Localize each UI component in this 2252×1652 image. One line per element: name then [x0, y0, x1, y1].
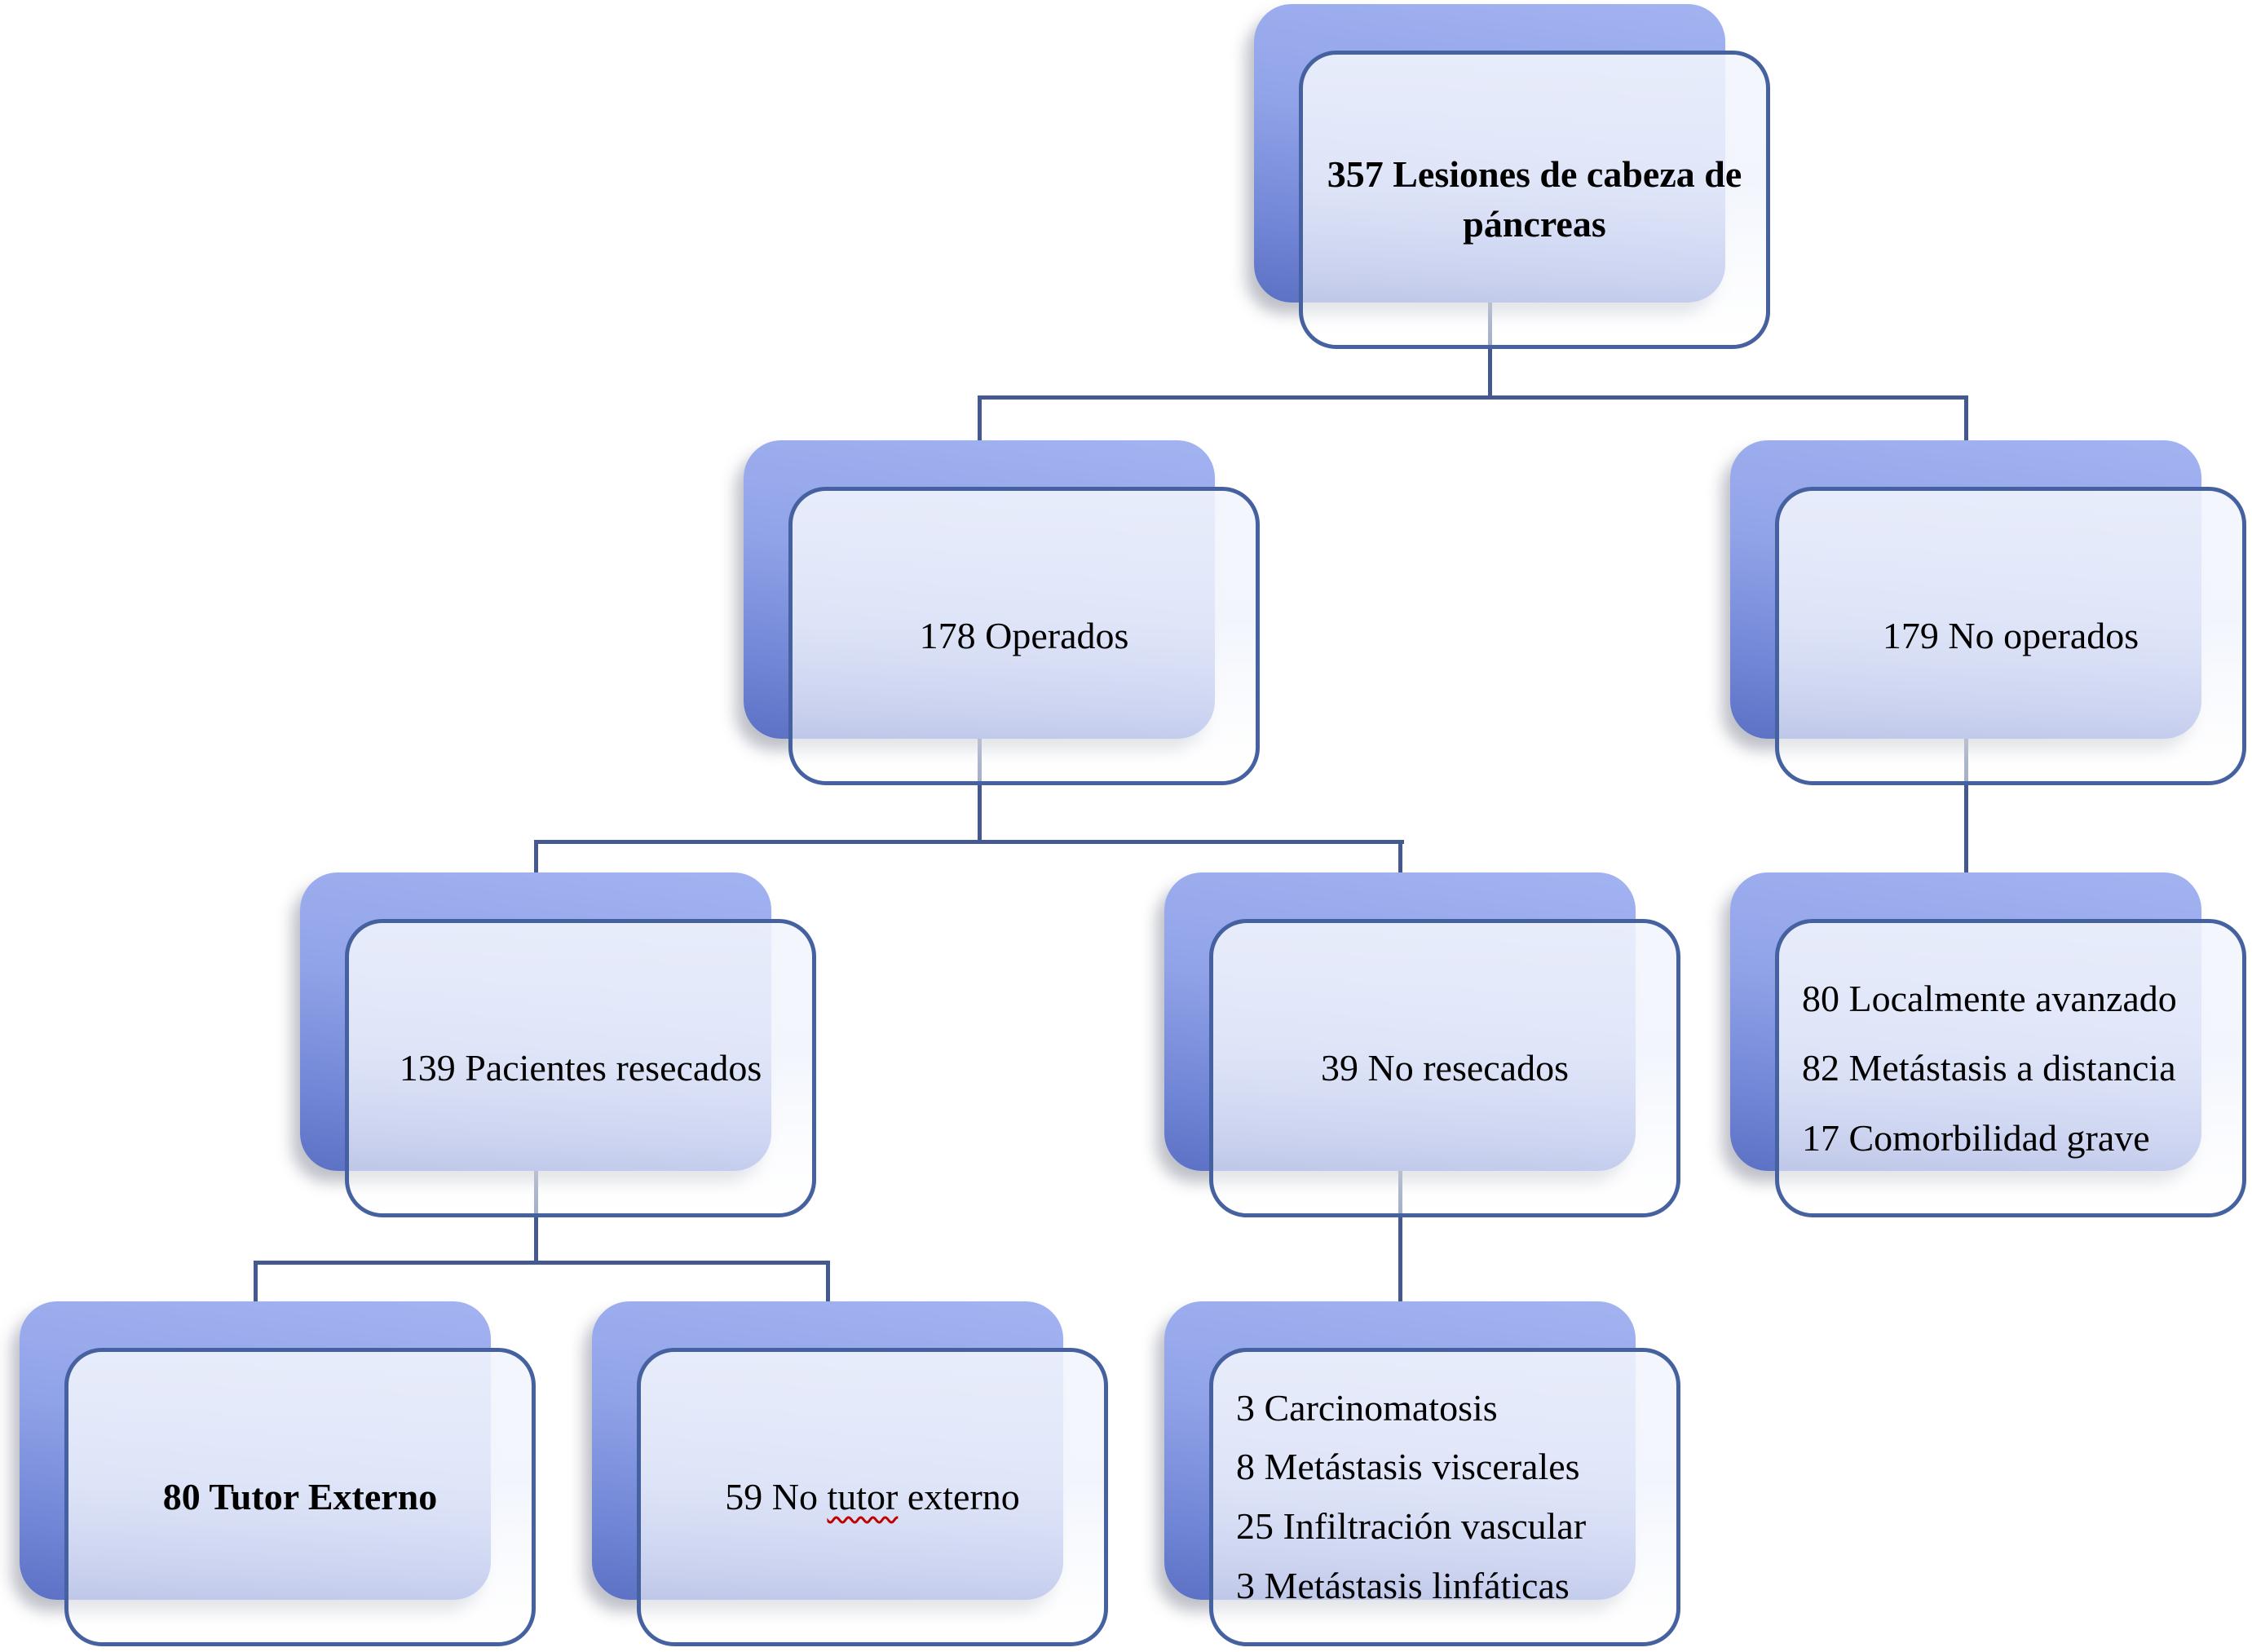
node-no-operados: 179 No operados	[1730, 440, 2246, 785]
node-label: 178 Operados	[919, 614, 1129, 656]
connector-level2-horizontal	[978, 395, 1968, 400]
node-box: 139 Pacientes resecados	[345, 919, 816, 1217]
node-no-resecados-detail: 3 Carcinomatosis 8 Metástasis viscerales…	[1164, 1301, 1680, 1646]
detail-line: 3 Metástasis linfáticas	[1236, 1564, 1570, 1606]
node-box: 39 No resecados	[1209, 919, 1680, 1217]
node-box: 59 No tutor externo	[637, 1348, 1108, 1646]
detail-line: 8 Metástasis viscerales	[1236, 1446, 1580, 1488]
detail-line: 80 Localmente avanzado	[1802, 978, 2177, 1020]
misspelled-word: tutor	[827, 1475, 899, 1517]
node-no-resecados: 39 No resecados	[1164, 872, 1680, 1217]
node-lesiones-total: 357 Lesiones de cabeza de páncreas	[1254, 4, 1770, 349]
node-label: 3 Carcinomatosis 8 Metástasis viscerales…	[1213, 1379, 1676, 1616]
connector-level3-horizontal	[534, 840, 1404, 844]
node-box: 178 Operados	[788, 487, 1260, 785]
node-no-operados-detail: 80 Localmente avanzado 82 Metástasis a d…	[1730, 872, 2246, 1217]
node-box: 80 Localmente avanzado 82 Metástasis a d…	[1775, 919, 2246, 1217]
node-label: 179 No operados	[1882, 614, 2139, 656]
node-box: 3 Carcinomatosis 8 Metástasis viscerales…	[1209, 1348, 1680, 1646]
node-box: 80 Tutor Externo	[64, 1348, 536, 1646]
node-label: 80 Tutor Externo	[162, 1475, 438, 1517]
node-operados: 178 Operados	[744, 440, 1260, 785]
node-label: 139 Pacientes resecados	[399, 1046, 762, 1089]
label-prefix: 59 No	[725, 1475, 828, 1517]
detail-line: 25 Infiltración vascular	[1236, 1505, 1587, 1547]
node-label: 357 Lesiones de cabeza de páncreas	[1327, 153, 1742, 245]
node-label: 59 No tutor externo	[641, 1473, 1104, 1522]
node-pacientes-resecados: 139 Pacientes resecados	[300, 872, 816, 1217]
detail-line: 82 Metástasis a distancia	[1802, 1047, 2176, 1089]
detail-line: 3 Carcinomatosis	[1236, 1386, 1498, 1429]
node-box: 357 Lesiones de cabeza de páncreas	[1299, 51, 1770, 349]
node-tutor-externo: 80 Tutor Externo	[20, 1301, 536, 1646]
connector-level4-horizontal	[254, 1261, 830, 1265]
label-suffix: externo	[898, 1475, 1020, 1517]
detail-line: 17 Comorbilidad grave	[1802, 1116, 2150, 1159]
node-no-tutor-externo: 59 No tutor externo	[592, 1301, 1108, 1646]
node-box: 179 No operados	[1775, 487, 2246, 785]
node-label: 80 Localmente avanzado 82 Metástasis a d…	[1779, 964, 2242, 1172]
node-label: 39 No resecados	[1320, 1046, 1569, 1089]
